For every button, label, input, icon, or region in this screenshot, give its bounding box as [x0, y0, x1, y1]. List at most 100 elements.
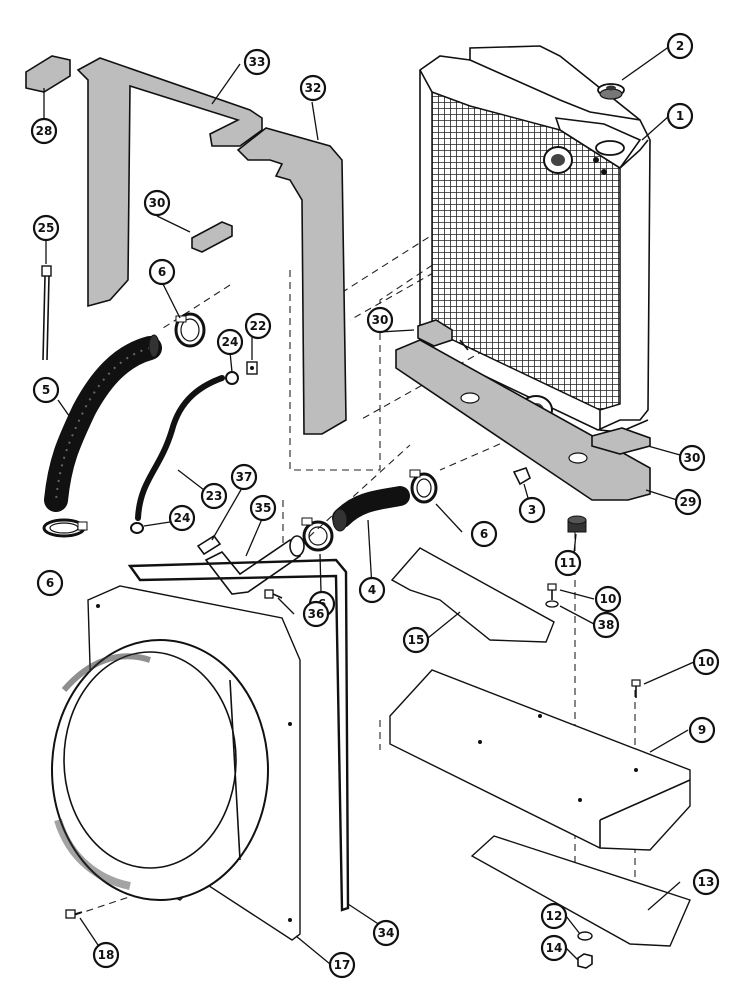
- callout-36: 36: [302, 600, 330, 628]
- callout-label: 14: [546, 941, 563, 955]
- foam-strip-29: [395, 339, 651, 501]
- callout-30-right: 30: [678, 444, 706, 472]
- callout-label: 11: [560, 556, 577, 570]
- callout-label: 32: [305, 81, 322, 95]
- callout-10-upper: 10: [594, 585, 622, 613]
- callout-label: 30: [372, 313, 389, 327]
- screw-36: [264, 589, 283, 599]
- callout-label: 15: [408, 633, 425, 647]
- lower-hose-4: [332, 486, 410, 532]
- callout-label: 2: [676, 39, 684, 53]
- callout-label: 18: [98, 948, 115, 962]
- foam-seal-33: [76, 57, 263, 308]
- drain-cock-3: [512, 467, 531, 486]
- small-clamp-24-upper: [225, 371, 239, 385]
- bolt-10-upper: [547, 583, 557, 600]
- fan-shroud-17: [51, 585, 301, 941]
- callout-3: 3: [518, 496, 546, 524]
- callout-label: 36: [308, 607, 325, 621]
- callout-label: 33: [249, 55, 266, 69]
- callout-label: 35: [255, 501, 272, 515]
- callout-30-top: 30: [143, 189, 171, 217]
- callout-38: 38: [592, 611, 620, 639]
- callout-label: 38: [598, 618, 615, 632]
- callout-label: 13: [698, 875, 715, 889]
- callout-label: 25: [38, 221, 55, 235]
- callout-label: 34: [378, 926, 395, 940]
- hose-clamp-6-middle: [301, 517, 334, 552]
- callout-label: 6: [480, 527, 488, 541]
- callout-6-upper: 6: [148, 258, 176, 286]
- small-hose-23: [135, 375, 225, 521]
- foam-pad-28: [25, 55, 71, 93]
- callout-32: 32: [299, 74, 327, 102]
- callout-9: 9: [688, 716, 716, 744]
- callout-15: 15: [402, 626, 430, 654]
- grommet-11: [567, 515, 587, 533]
- fitting-22: [246, 361, 258, 375]
- callout-label: 30: [684, 451, 701, 465]
- callout-6-lower-left: 6: [36, 569, 64, 597]
- callout-6-right: 6: [470, 520, 498, 548]
- callout-4: 4: [358, 576, 386, 604]
- callout-34: 34: [372, 919, 400, 947]
- bracket-plate-15: [390, 547, 555, 643]
- elbow-tube-35: [204, 535, 305, 595]
- callout-28: 28: [30, 117, 58, 145]
- base-plate-9: [389, 669, 691, 851]
- callout-label: 10: [698, 655, 715, 669]
- callout-29: 29: [674, 488, 702, 516]
- callout-label: 4: [368, 583, 376, 597]
- callout-label: 5: [42, 383, 50, 397]
- callout-35: 35: [249, 494, 277, 522]
- callout-label: 37: [236, 470, 253, 484]
- cable-tie-25: [41, 265, 52, 361]
- callout-2: 2: [666, 32, 694, 60]
- foam-pad-30-left: [417, 319, 453, 347]
- callout-24-lower: 24: [168, 504, 196, 532]
- small-clamp-24-lower: [130, 522, 144, 534]
- callout-5: 5: [32, 376, 60, 404]
- callout-10-lower: 10: [692, 648, 720, 676]
- callout-label: 10: [600, 592, 617, 606]
- callout-18: 18: [92, 941, 120, 969]
- gasket-34: [127, 558, 350, 912]
- callout-12: 12: [540, 902, 568, 930]
- callout-1: 1: [666, 102, 694, 130]
- callout-label: 29: [680, 495, 697, 509]
- bolt-10-lower: [631, 679, 641, 698]
- callout-23: 23: [200, 482, 228, 510]
- hose-clamp-6-upper: [174, 312, 206, 348]
- plug-37: [196, 534, 222, 556]
- callout-label: 28: [36, 124, 53, 138]
- callout-label: 24: [174, 511, 191, 525]
- callout-label: 22: [250, 319, 267, 333]
- hose-clamp-6-lower-left: [42, 518, 88, 538]
- foam-pad-30-top: [191, 221, 233, 253]
- shim-13: [470, 835, 691, 947]
- callout-30-left: 30: [366, 306, 394, 334]
- callout-11: 11: [554, 549, 582, 577]
- nut-14: [577, 953, 593, 969]
- callout-label: 3: [528, 503, 536, 517]
- callout-33: 33: [243, 48, 271, 76]
- callout-label: 17: [334, 958, 351, 972]
- callout-label: 24: [222, 335, 239, 349]
- foam-seal-32: [236, 127, 347, 435]
- callout-13: 13: [692, 868, 720, 896]
- upper-hose-5: [44, 334, 162, 512]
- callout-label: 23: [206, 489, 223, 503]
- callout-17: 17: [328, 951, 356, 979]
- callout-22: 22: [244, 312, 272, 340]
- callout-24-upper: 24: [216, 328, 244, 356]
- washer-38: [545, 600, 559, 608]
- hose-clamp-6-right: [409, 469, 438, 504]
- callout-label: 9: [698, 723, 706, 737]
- callout-label: 1: [676, 109, 684, 123]
- callout-label: 12: [546, 909, 563, 923]
- radiator-cap-2: [597, 83, 625, 100]
- callout-25: 25: [32, 214, 60, 242]
- callout-label: 6: [46, 576, 54, 590]
- callout-label: 30: [149, 196, 166, 210]
